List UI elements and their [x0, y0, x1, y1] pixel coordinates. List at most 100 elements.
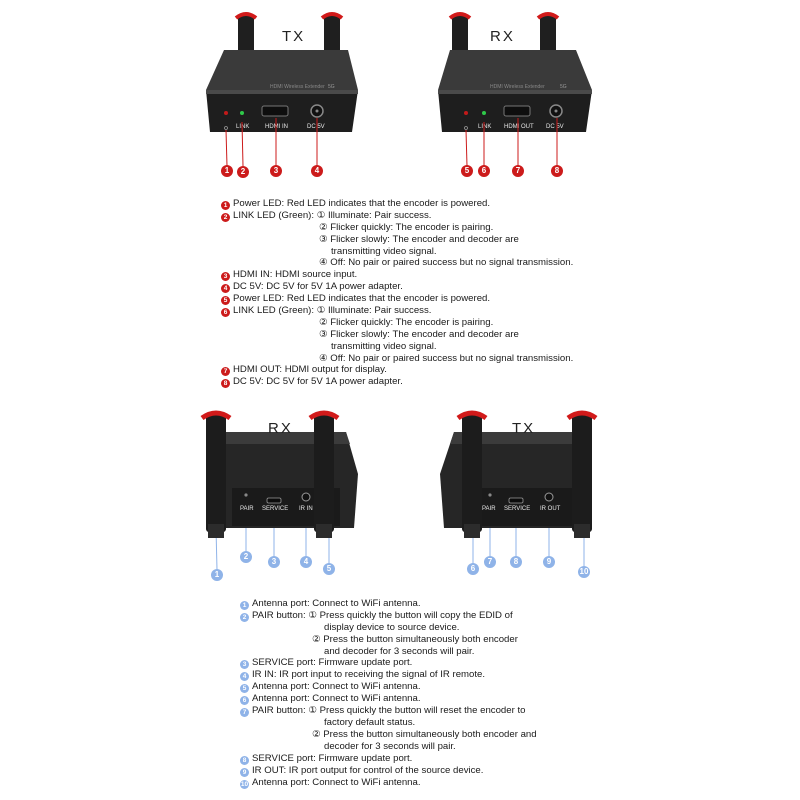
legend-bullet: 7 [240, 708, 249, 718]
legend-text: PAIR button: ① Press quickly the button … [252, 705, 526, 717]
marker-b7: 7 [484, 556, 496, 568]
marker-b4: 4 [300, 556, 312, 568]
rx-port-dc5v: DC 5V [546, 124, 564, 130]
marker-b3: 3 [268, 556, 280, 568]
marker-b8: 8 [510, 556, 522, 568]
legend-text: decoder for 3 seconds will pair. [324, 740, 456, 752]
marker-6: 6 [478, 165, 490, 177]
legend-row: decoder for 3 seconds will pair. [240, 741, 537, 753]
legend-text: HDMI IN: HDMI source input. [233, 269, 358, 281]
marker-3: 3 [270, 165, 282, 177]
legend-text: ③ Flicker slowly: The encoder and decode… [319, 233, 519, 245]
tx-port-dc5v: DC 5V [307, 124, 325, 130]
legend-text: DC 5V: DC 5V for 5V 1A power adapter. [233, 281, 403, 293]
rx-front-device: RX HDMI Wireless Extender 5G LINK HDMI O… [436, 10, 596, 135]
legend-text: and decoder for 3 seconds will pair. [324, 645, 475, 657]
legend-text: LINK LED (Green): ① Illuminate: Pair suc… [233, 305, 432, 317]
rx-rear-device: RX PAIR SERVICE IR IN [196, 404, 366, 539]
legend-text: SERVICE port: Firmware update port. [252, 752, 413, 764]
tx-rear-port-pair: PAIR [482, 506, 496, 512]
legend-text: display device to source device. [324, 622, 460, 633]
legend-bullet: 1 [221, 201, 230, 210]
legend-bullet: 4 [240, 672, 249, 682]
legend-text: Antenna port: Connect to WiFi antenna. [252, 693, 421, 705]
legend-row: transmitting video signal. [221, 246, 573, 258]
legend-bullet: 8 [221, 379, 230, 389]
legend-row: ③ Flicker slowly: The encoder and decode… [221, 329, 573, 341]
tx-badge: 5G [328, 84, 335, 90]
legend-bullet: 3 [240, 660, 249, 670]
legend-bullet: 2 [240, 613, 249, 622]
marker-b9: 9 [543, 556, 555, 568]
legend-text: HDMI OUT: HDMI output for display. [233, 364, 387, 376]
legend-text: Power LED: Red LED indicates that the en… [233, 293, 491, 305]
legend-bullet: 3 [221, 272, 230, 282]
marker-b2: 2 [240, 551, 252, 563]
legend-bullet: 10 [240, 779, 249, 789]
legend-row: ② Press the button simultaneously both e… [240, 634, 537, 646]
rx-title: RX [490, 28, 515, 45]
rx-rear-port-pair: PAIR [240, 506, 254, 512]
marker-8: 8 [551, 165, 563, 177]
marker-4: 4 [311, 165, 323, 177]
legend-bullet: 6 [240, 696, 249, 706]
legend-text: transmitting video signal. [331, 340, 437, 352]
rx-port-link: LINK [478, 124, 492, 130]
tx-port-link: LINK [236, 124, 250, 130]
legend-text: factory default status. [324, 717, 416, 729]
legend-text: ③ Flicker slowly: The encoder and decode… [319, 328, 519, 340]
tx-rear-port-service: SERVICE [504, 506, 531, 512]
marker-b10: 10 [578, 566, 590, 578]
legend-text: ② Flicker quickly: The encoder is pairin… [319, 317, 494, 329]
legend-row: transmitting video signal. [221, 341, 573, 353]
legend-text: Antenna port: Connect to WiFi antenna. [252, 598, 421, 609]
legend-bullet: 1 [240, 601, 249, 610]
legend-text: DC 5V: DC 5V for 5V 1A power adapter. [233, 376, 403, 388]
legend-text: IR IN: IR port input to receiving the si… [252, 669, 486, 681]
legend-row: and decoder for 3 seconds will pair. [240, 646, 537, 658]
legend-row: ② Flicker quickly: The encoder is pairin… [221, 222, 573, 234]
marker-1: 1 [221, 165, 233, 177]
marker-b6: 6 [467, 563, 479, 575]
legend-text: ② Press the button simultaneously both e… [312, 633, 518, 645]
legend-bullet: 8 [240, 755, 249, 765]
marker-7: 7 [512, 165, 524, 177]
legend-text: ② Flicker quickly: The encoder is pairin… [319, 222, 494, 233]
legend-text: transmitting video signal. [331, 245, 437, 257]
legend-bullet: 5 [221, 296, 230, 306]
legend-bullet: 2 [221, 213, 230, 222]
legend-bullet: 5 [240, 684, 249, 694]
legend-text: Antenna port: Connect to WiFi antenna. [252, 681, 421, 693]
legend-row: ④ Off: No pair or paired success but no … [221, 353, 573, 365]
legend-bullet: 7 [221, 367, 230, 377]
rx-rear-port-service: SERVICE [262, 506, 289, 512]
legend-row: ④ Off: No pair or paired success but no … [221, 257, 573, 269]
legend-text: ④ Off: No pair or paired success but no … [319, 352, 574, 364]
legend-text: ④ Off: No pair or paired success but no … [319, 257, 574, 269]
rx-rear-port-ir-in: IR IN [299, 506, 313, 512]
legend-text: ② Press the button simultaneously both e… [312, 729, 537, 741]
legend-row: display device to source device. [240, 622, 537, 634]
tx-title: TX [282, 28, 306, 45]
legend-row: ② Press the button simultaneously both e… [240, 729, 537, 741]
rx-model-text: HDMI Wireless Extender [490, 84, 545, 90]
legend-bullet: 6 [221, 308, 230, 318]
tx-front-device: TX HDMI Wireless Extender 5G LINK HDMI I… [200, 10, 360, 135]
legend-text: SERVICE port: Firmware update port. [252, 657, 413, 669]
